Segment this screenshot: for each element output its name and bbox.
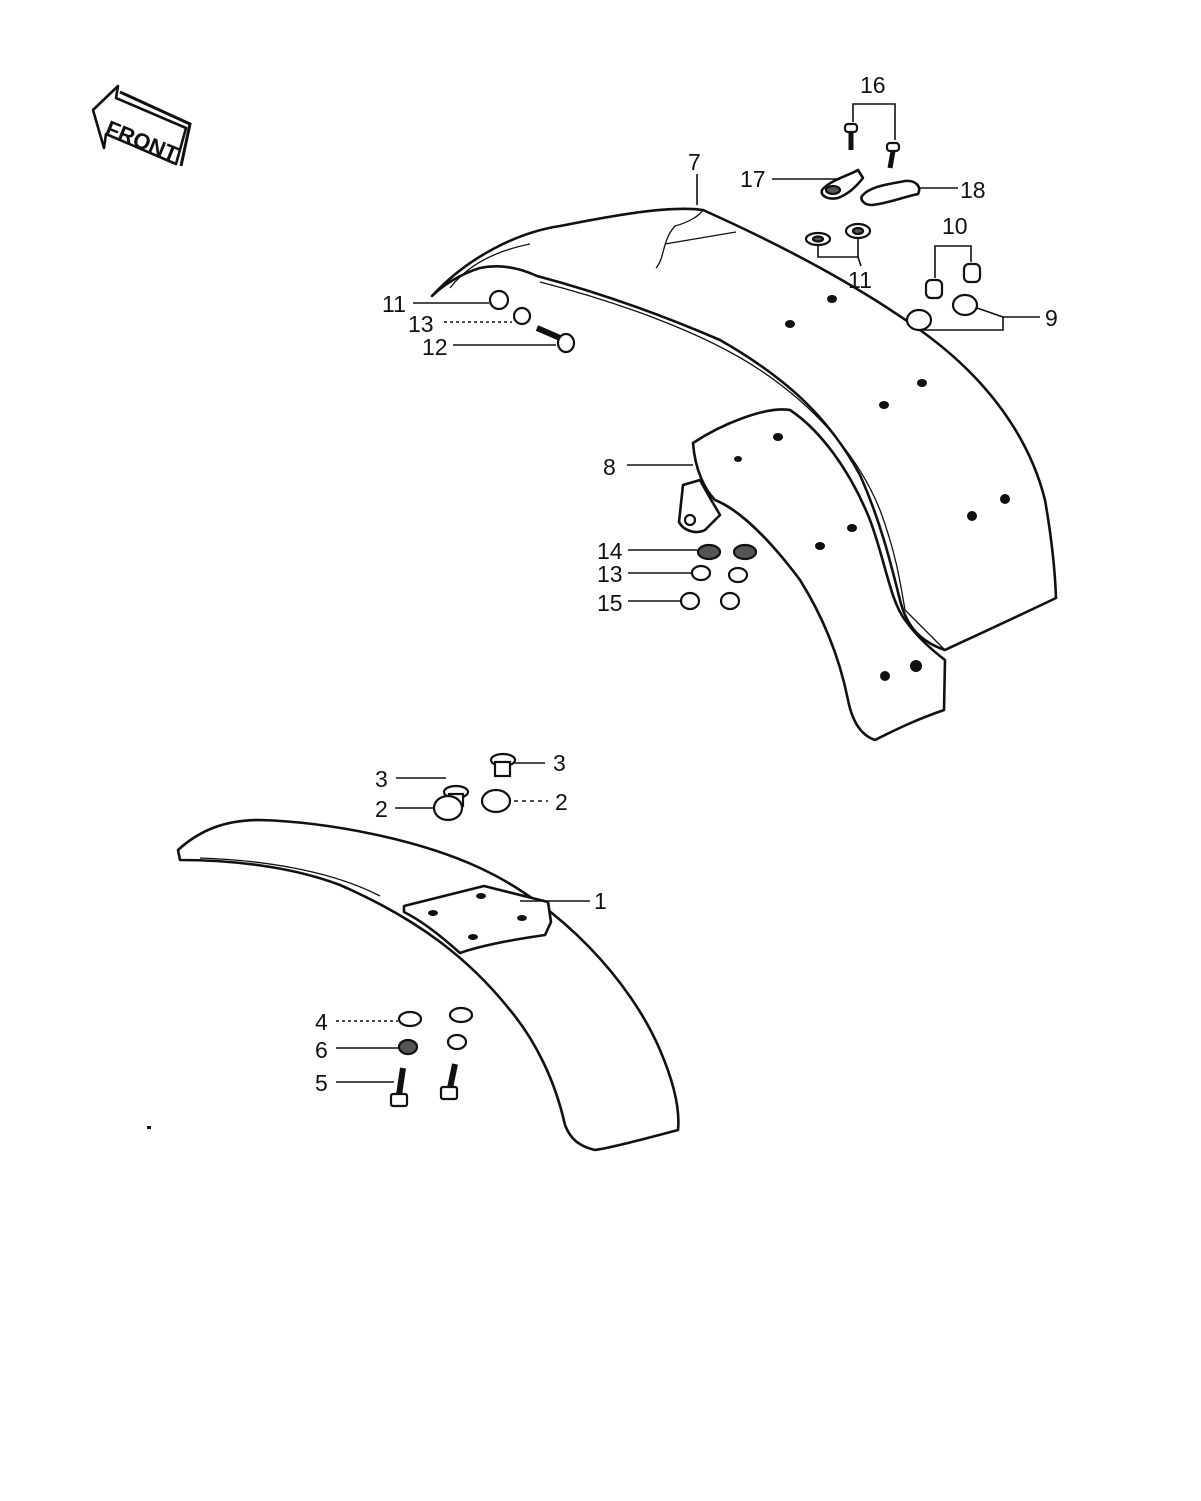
collar-10-b [962, 262, 982, 284]
callout-4: 4 [315, 1009, 328, 1035]
collar-10-a [924, 278, 944, 300]
callout-9: 9 [1045, 305, 1058, 331]
plate-18 [860, 179, 921, 207]
bolt-16-left [843, 122, 859, 150]
callout-18: 18 [960, 177, 986, 203]
bolt-16-right [885, 141, 901, 169]
grommet-9-b [951, 293, 979, 317]
callout-8: 8 [603, 454, 616, 480]
nut-15-a [679, 591, 701, 611]
callout-3-right: 3 [553, 750, 566, 776]
callout-2-left: 2 [375, 796, 388, 822]
lockwasher-13-left [512, 306, 532, 326]
front-fender [176, 818, 680, 1152]
grommet-9-a [905, 308, 933, 332]
washer-11-left [488, 289, 510, 311]
callout-13-mid: 13 [597, 561, 623, 587]
grommet-2-a [432, 794, 464, 822]
lockwasher-6-b [446, 1033, 468, 1051]
front-arrow: FRONT [91, 84, 192, 167]
callout-14: 14 [597, 538, 623, 564]
callout-10: 10 [942, 213, 968, 239]
callout-6: 6 [315, 1037, 328, 1063]
callout-16: 16 [860, 72, 886, 98]
washer-4-a [397, 1010, 423, 1028]
callout-13-top: 13 [408, 311, 434, 337]
nut-15-b [719, 591, 741, 611]
clamp-17 [820, 168, 865, 200]
rear-fender [430, 207, 1058, 652]
inner-fender [677, 408, 947, 742]
bolt-5-b [439, 1063, 459, 1101]
lockwasher-13-b [727, 566, 749, 584]
inner-fender-hardware [679, 543, 758, 611]
callout-11-top: 11 [848, 267, 872, 293]
stray-mark [147, 1126, 151, 1129]
callout-2-right: 2 [555, 789, 568, 815]
leader-lines [336, 103, 1040, 1083]
callout-17: 17 [740, 166, 766, 192]
washer-14-a [696, 543, 722, 561]
callout-11-left: 11 [382, 291, 406, 317]
callout-1: 1 [594, 888, 607, 914]
callout-3-left: 3 [375, 766, 388, 792]
lockwasher-6-a [397, 1038, 419, 1056]
callout-7: 7 [688, 149, 701, 175]
grommet-2-b [480, 788, 512, 814]
callout-12: 12 [422, 334, 448, 360]
lockwasher-13-a [690, 564, 712, 582]
rear-upper-hardware [488, 122, 982, 354]
callout-labels: 16 17 18 7 11 10 9 11 13 12 8 14 13 15 3… [315, 72, 1058, 1096]
front-fender-hardware [389, 752, 517, 1108]
callout-5: 5 [315, 1070, 328, 1096]
washer-4-b [448, 1006, 474, 1024]
callout-15: 15 [597, 590, 623, 616]
bolt-12 [535, 325, 576, 354]
collar-3-b [489, 752, 517, 778]
bolt-5-a [389, 1067, 409, 1108]
washer-14-b [732, 543, 758, 561]
